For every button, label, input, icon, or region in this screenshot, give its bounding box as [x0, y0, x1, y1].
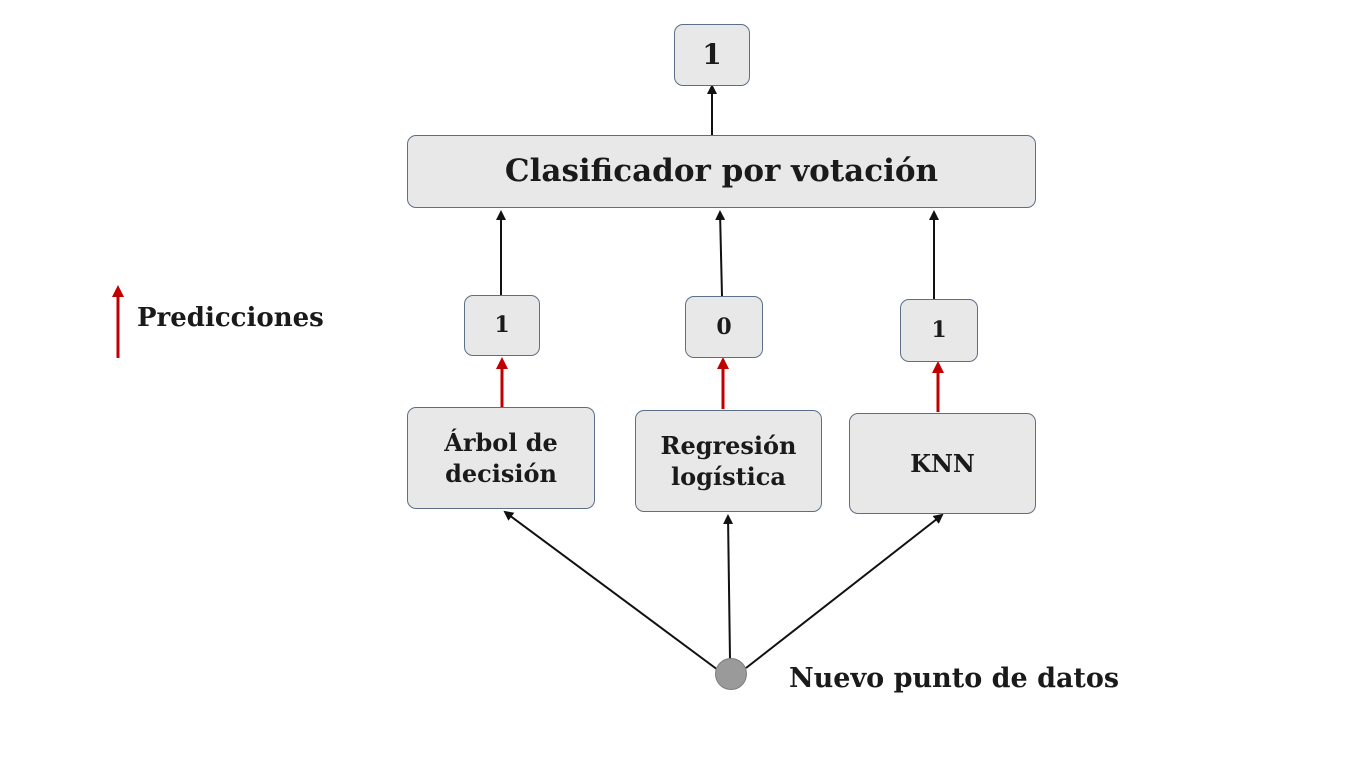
voting-classifier-box: Clasificador por votación	[407, 135, 1036, 208]
arrow-datapoint-to-logreg	[723, 514, 734, 660]
voting-classifier-label: Clasificador por votación	[504, 153, 939, 190]
prediction-box-logistic-regression: 0	[685, 296, 763, 358]
arrow-datapoint-to-tree	[503, 510, 719, 671]
arrow-datapoint-to-knn	[745, 513, 944, 669]
model-box-logistic-regression: Regresión logística	[635, 410, 822, 512]
model-box-decision-tree: Árbol de decisión	[407, 407, 595, 509]
prediction-box-knn: 1	[900, 299, 978, 362]
model-label-knn: KNN	[910, 448, 975, 478]
new-data-point-label: Nuevo punto de datos	[789, 663, 1120, 694]
arrow-prediction-logreg-to-classifier	[715, 210, 726, 297]
prediction-box-decision-tree: 1	[464, 295, 540, 356]
new-data-point-circle	[715, 658, 747, 690]
legend-label: Predicciones	[137, 303, 324, 333]
prediction-value-logistic-regression: 0	[716, 313, 732, 340]
prediction-value-decision-tree: 1	[494, 312, 510, 339]
model-label-decision-tree-line2: decisión	[445, 459, 557, 488]
model-box-knn: KNN	[849, 413, 1036, 514]
model-label-logistic-regression-line2: logística	[671, 462, 786, 491]
prediction-value-knn: 1	[931, 317, 947, 344]
output-box: 1	[674, 24, 750, 86]
output-value: 1	[702, 37, 722, 71]
model-label-decision-tree-line1: Árbol de	[444, 427, 558, 457]
model-label-logistic-regression-line1: Regresión	[660, 430, 797, 460]
